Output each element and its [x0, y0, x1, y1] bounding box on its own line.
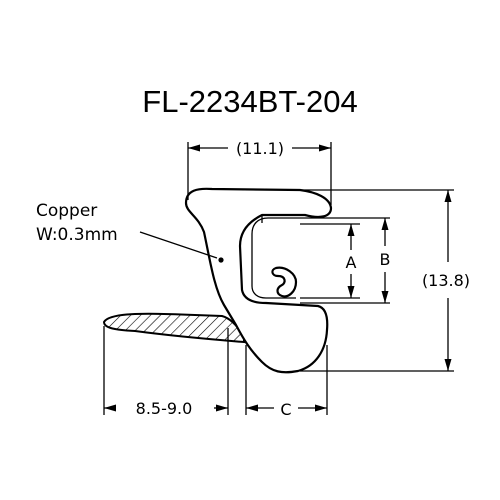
- dim-flange-width: 8.5-9.0: [136, 399, 193, 418]
- dim-total-height: (13.8): [422, 271, 470, 290]
- dim-c-label: C: [280, 400, 291, 419]
- dim-a-label: A: [346, 253, 357, 272]
- material-width-label: W:0.3mm: [36, 225, 118, 245]
- seal-body-outline: [184, 187, 333, 374]
- gripper-tongue: [271, 266, 298, 298]
- dim-c-arrow-left: [246, 404, 258, 412]
- dim-flange-arrow-left: [104, 404, 116, 412]
- dim-top-width: (11.1): [236, 139, 284, 158]
- material-label: Copper: [36, 201, 97, 221]
- dim-11-arrow-left: [188, 144, 200, 152]
- dim-c-arrow-right: [315, 404, 327, 412]
- drawing-title: FL-2234BT-204: [142, 84, 357, 119]
- dim-b-label: B: [380, 250, 391, 269]
- dim-11-arrow-right: [319, 144, 331, 152]
- dim-a-arrow-bottom: [347, 286, 355, 298]
- dim-b-arrow-top: [381, 218, 389, 230]
- copper-core-dot: [218, 257, 224, 263]
- dim-a-arrow-top: [347, 224, 355, 236]
- flange-hatched: [102, 312, 245, 344]
- dim-13-arrow-bottom: [444, 359, 452, 371]
- dim-flange-arrow-right: [216, 404, 228, 412]
- dim-13-arrow-top: [444, 190, 452, 202]
- material-leader: [139, 231, 218, 259]
- dim-b-arrow-bottom: [381, 291, 389, 303]
